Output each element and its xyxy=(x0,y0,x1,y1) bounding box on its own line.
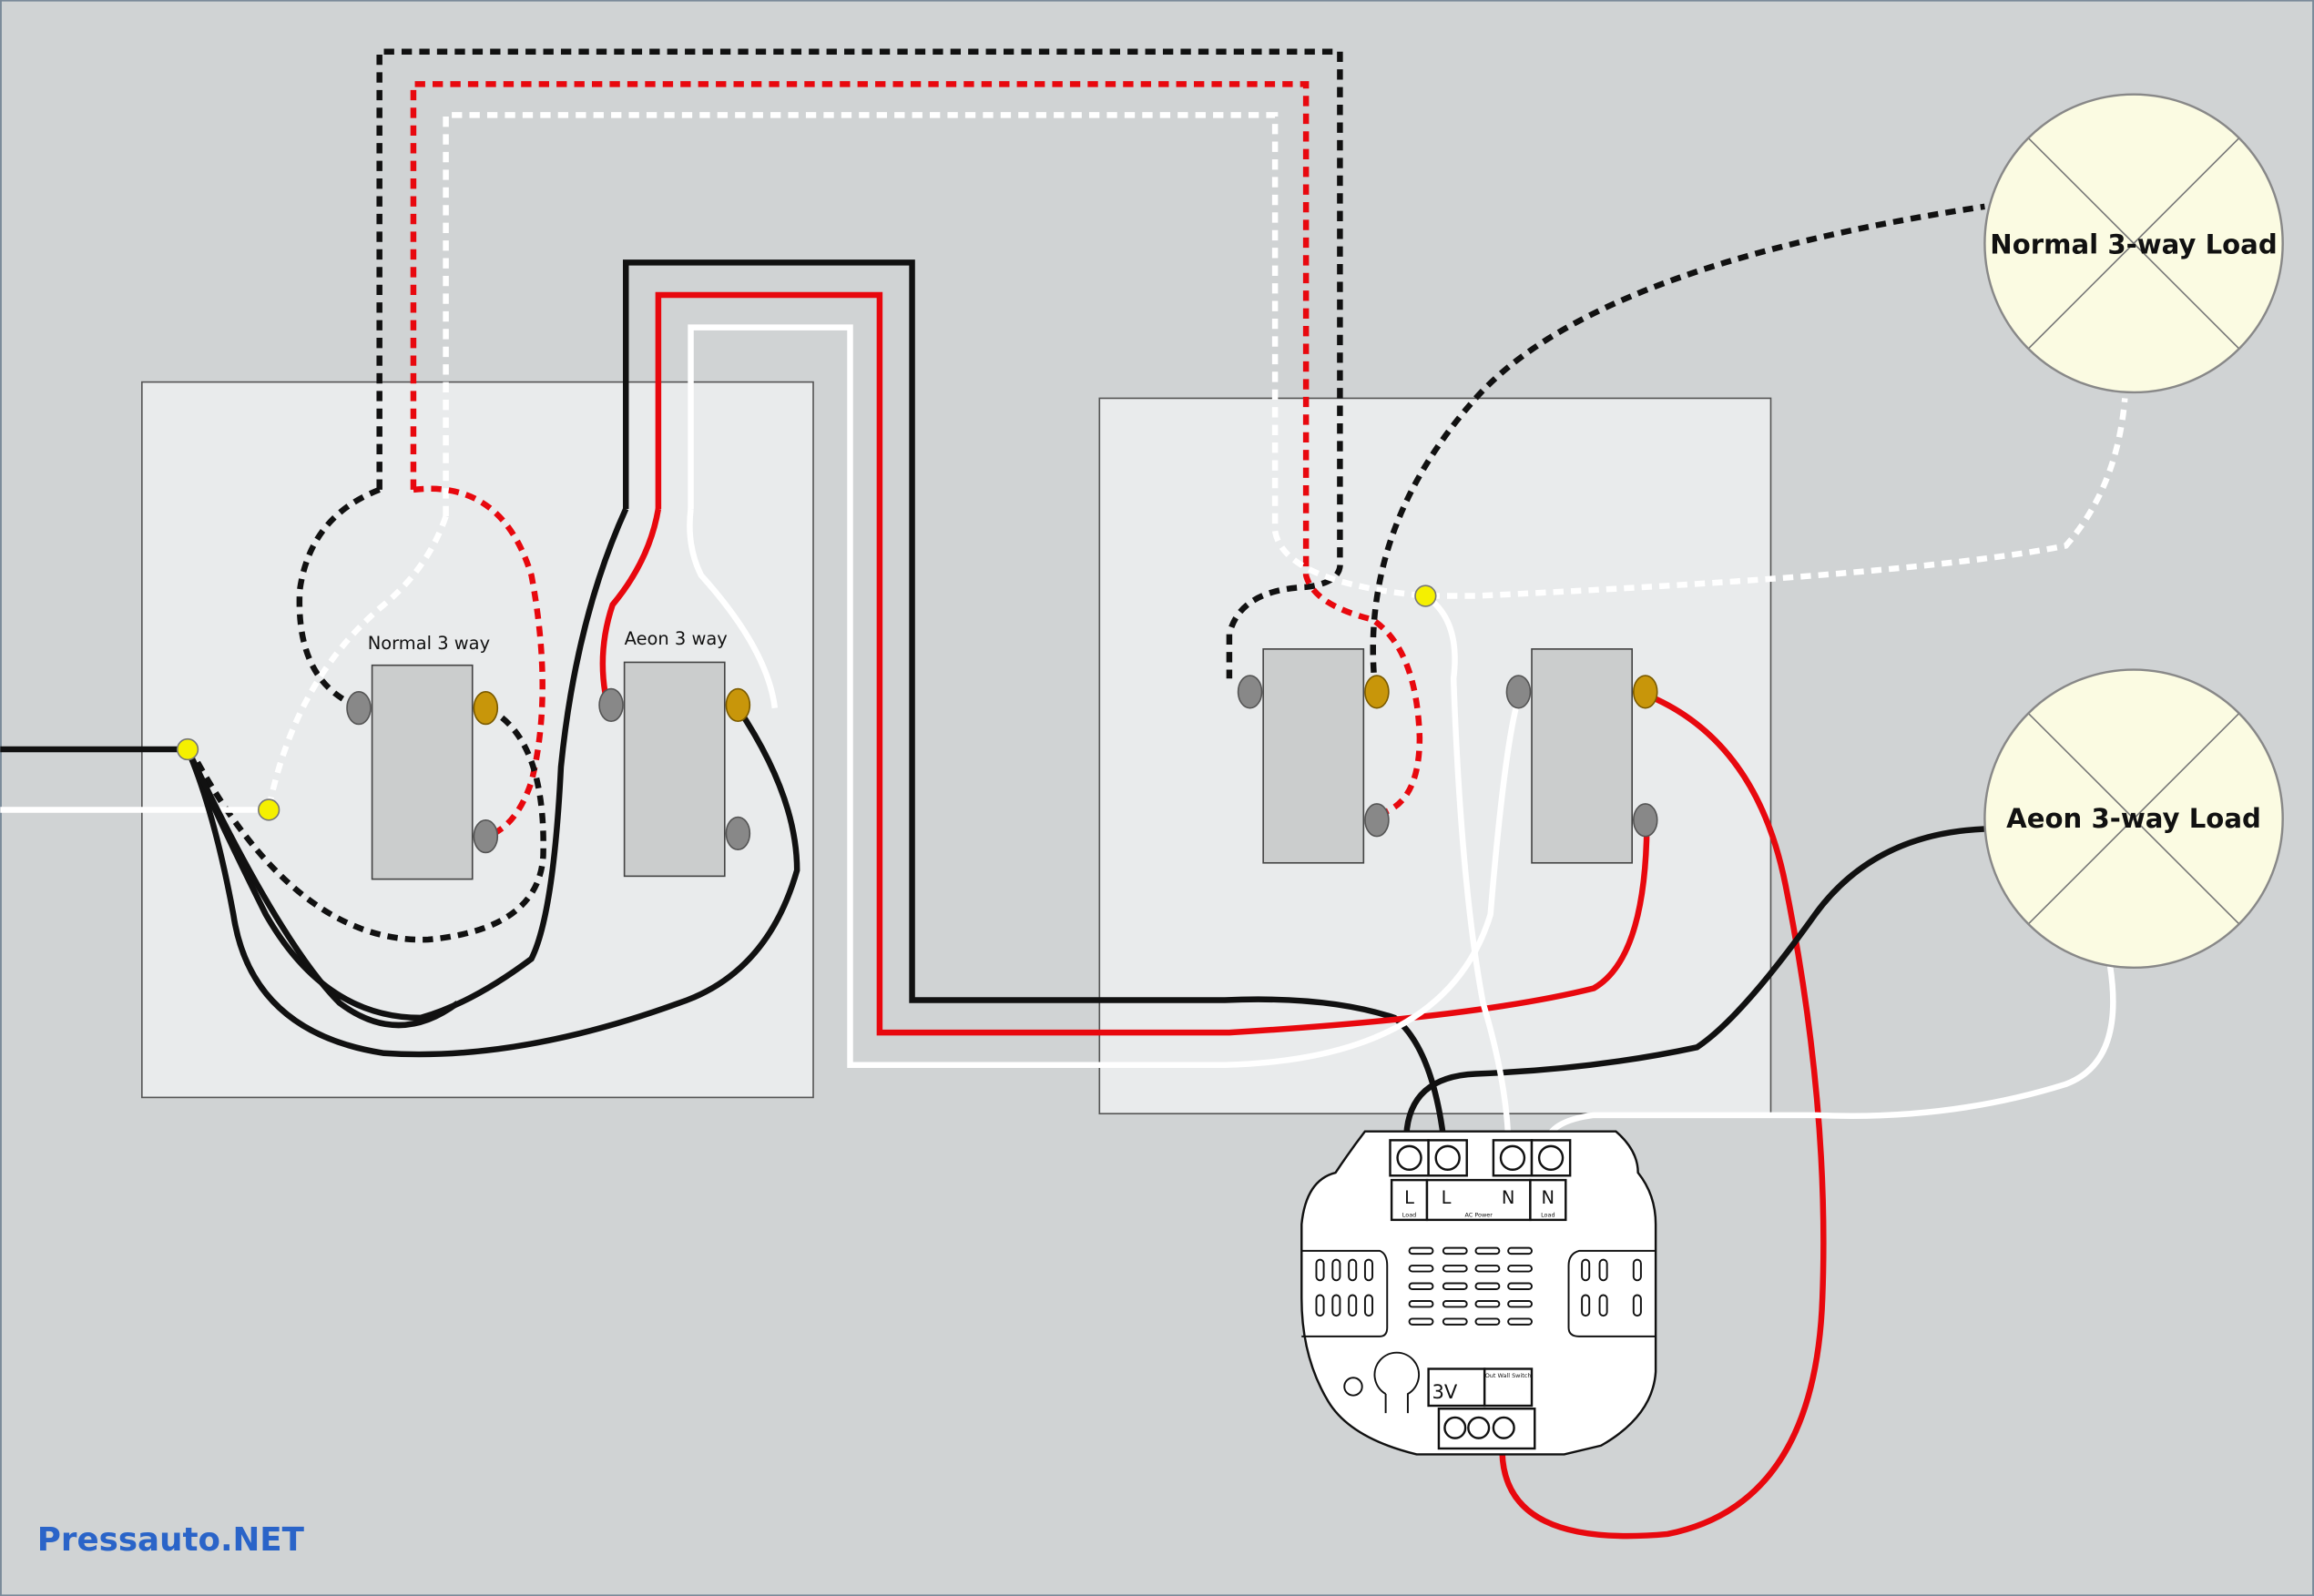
svg-text:Load: Load xyxy=(1541,1212,1555,1219)
common-screw xyxy=(725,687,751,723)
terminal-screw xyxy=(473,818,499,854)
terminal-label: N xyxy=(1502,1187,1515,1208)
svg-text:AC Power: AC Power xyxy=(1464,1212,1493,1219)
svg-text:Out Wall Switch: Out Wall Switch xyxy=(1485,1372,1532,1379)
black-traveler-dashed xyxy=(376,48,1343,679)
aeon-load-label: Aeon 3-way Load xyxy=(2006,803,2261,834)
aeon-micro-switch-module: L L N N Load AC Power Load 3V Out Wall S… xyxy=(1300,1130,1657,1456)
battery-label: 3V xyxy=(1432,1380,1458,1403)
terminal-label: L xyxy=(1404,1187,1414,1208)
black-wire-common xyxy=(623,259,1447,1136)
aeon-load-lamp: Aeon 3-way Load xyxy=(1983,668,2284,970)
wire-connector xyxy=(1414,585,1437,607)
solid-wires xyxy=(0,259,2116,1540)
watermark: Pressauto.NET xyxy=(37,1521,305,1559)
aeon-3way-switch-left[interactable] xyxy=(598,661,751,878)
right-switch-box xyxy=(1098,397,1772,1115)
wire-connector xyxy=(176,737,199,761)
normal-load-lamp: Normal 3-way Load xyxy=(1983,93,2284,394)
dashed-travelers xyxy=(189,48,2128,943)
white-neutral-dashed xyxy=(443,112,2128,599)
common-screw xyxy=(473,691,499,726)
terminal-label: L xyxy=(1442,1187,1452,1208)
terminal-screw xyxy=(725,816,751,851)
red-traveler-dashed xyxy=(410,81,1423,815)
red-wire xyxy=(655,291,1650,1036)
terminal-label: N xyxy=(1542,1187,1555,1208)
normal-load-label: Normal 3-way Load xyxy=(1990,229,2277,260)
normal-switch-label: Normal 3 way xyxy=(368,633,490,654)
red-wire-to-module xyxy=(1499,690,1827,1540)
aeon-3way-switch-right[interactable] xyxy=(1505,648,1658,864)
aeon-switch-label: Aeon 3 way xyxy=(625,628,728,649)
terminal-screw xyxy=(346,691,372,726)
wire-connector xyxy=(258,798,280,821)
normal-3way-switch-left[interactable] xyxy=(346,664,499,880)
black-to-normal-load xyxy=(1370,203,1985,691)
terminal-screw xyxy=(598,687,624,723)
normal-3way-switch-right[interactable] xyxy=(1237,648,1390,864)
svg-text:Load: Load xyxy=(1402,1212,1417,1219)
